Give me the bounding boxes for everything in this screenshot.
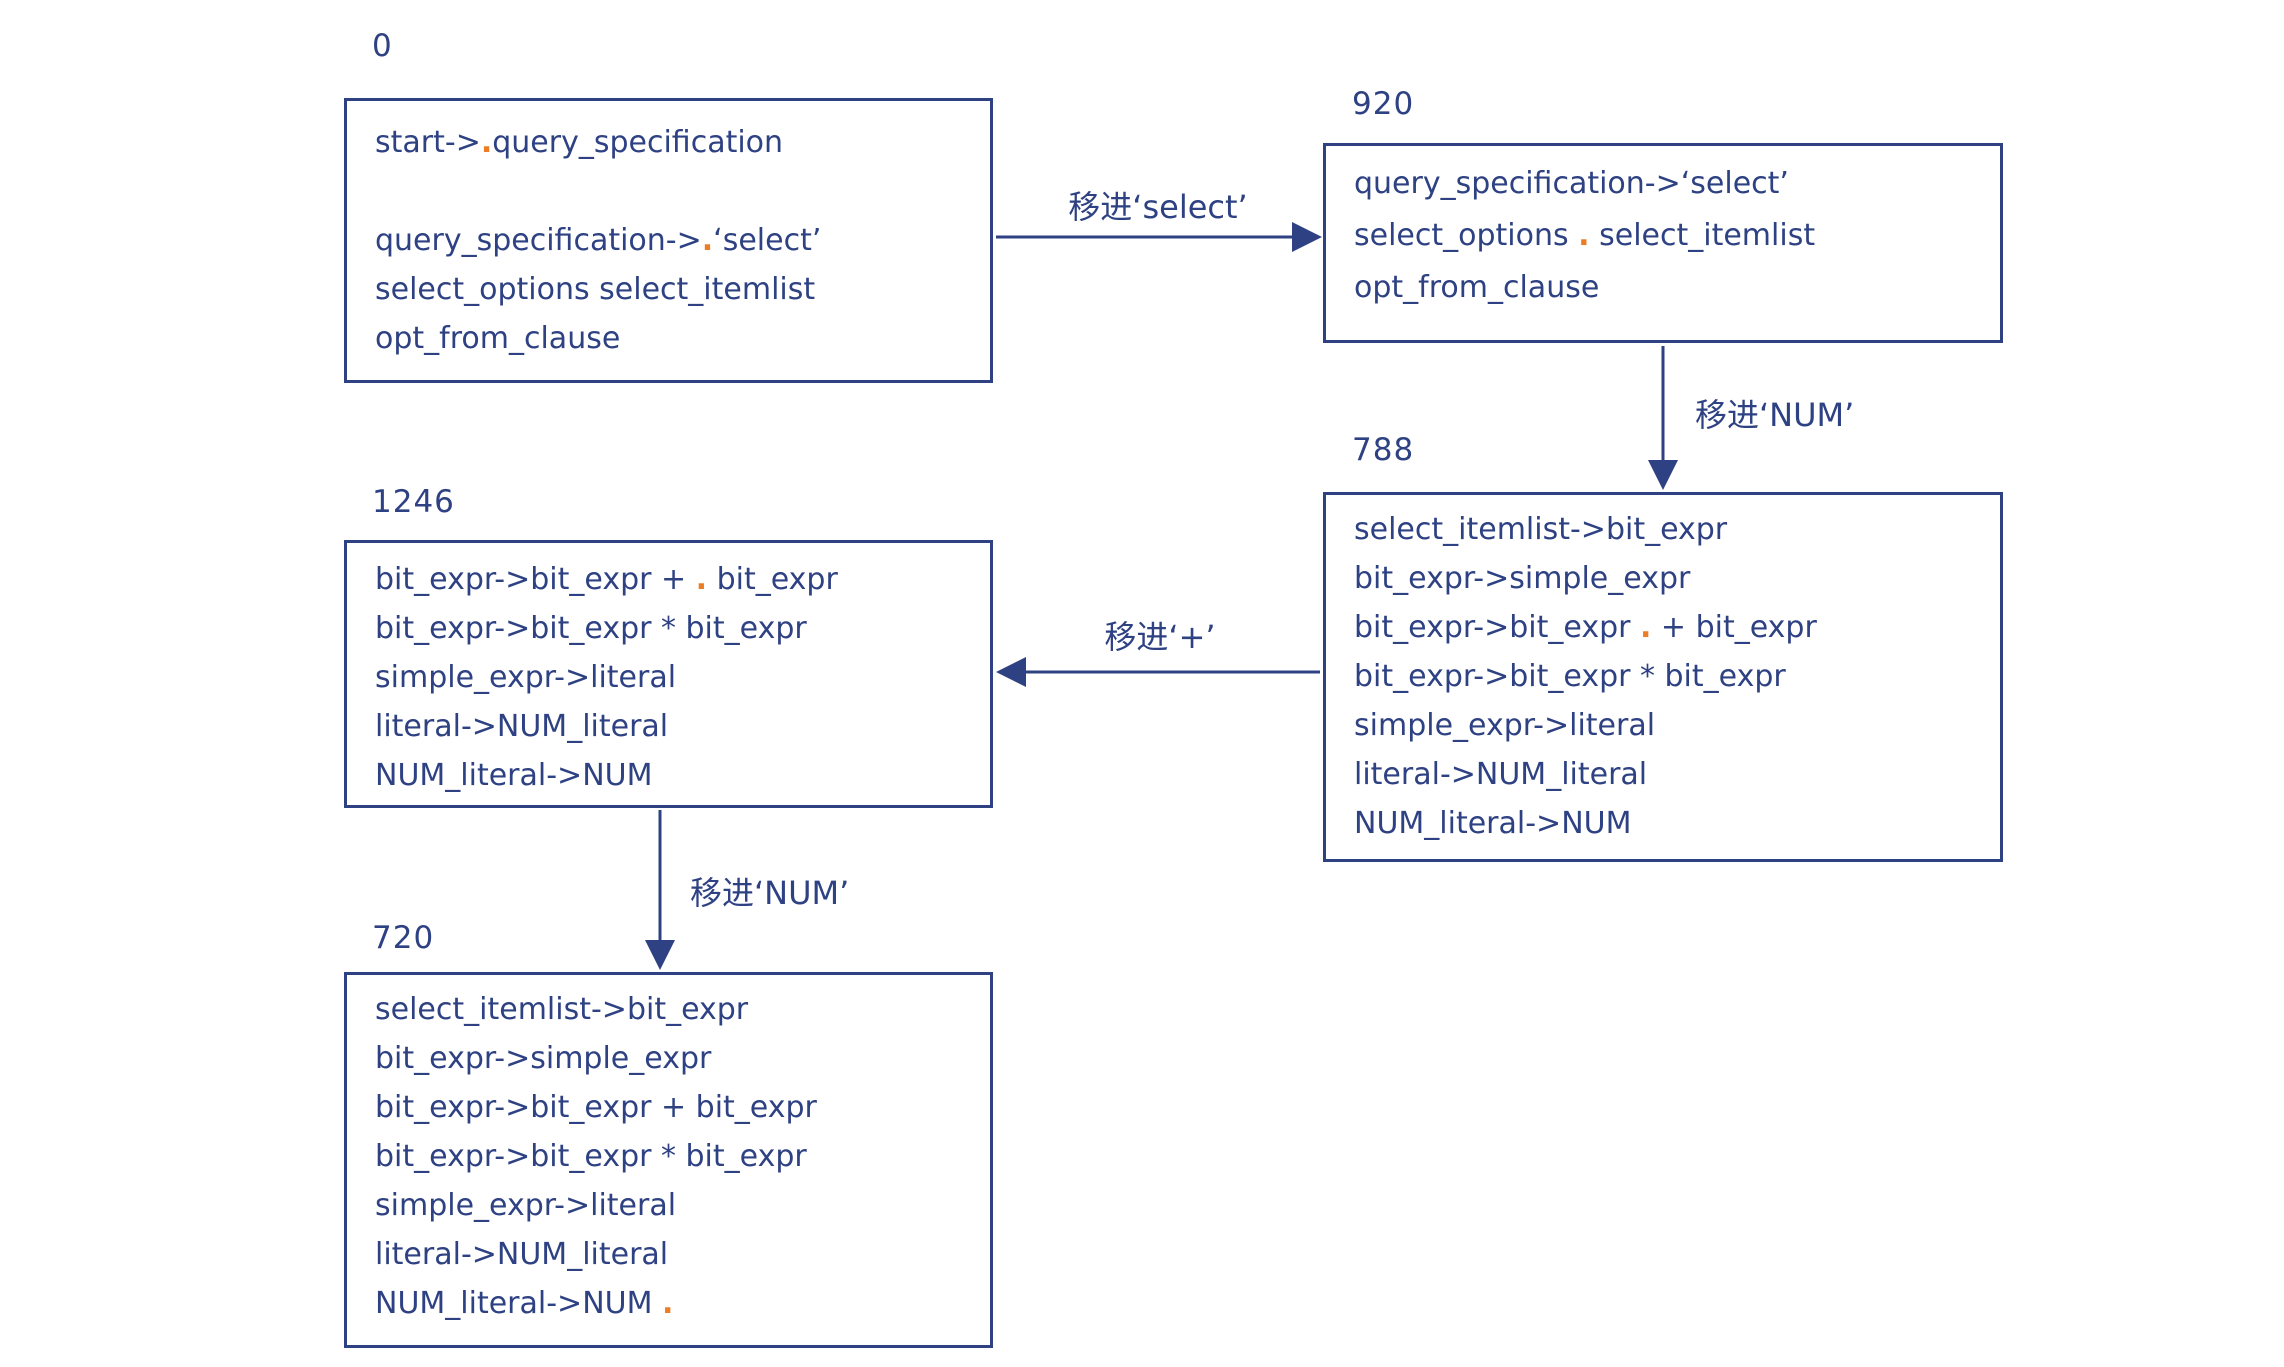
state-920-label: 920 [1352, 86, 1415, 122]
edge-label-shift-num-top: 移进‘NUM’ [1695, 396, 1855, 434]
state-920-box: query_specification->‘select’ select_opti… [1323, 143, 2003, 343]
grammar-item-line: literal->NUM_literal [375, 709, 669, 744]
grammar-item-line: query_specification->.‘select’ [375, 223, 822, 258]
grammar-item-line: select_options . select_itemlist [1354, 218, 1816, 253]
arrow-shift-select-head-icon [1292, 222, 1322, 252]
grammar-item-line: NUM_literal->NUM [375, 758, 653, 793]
grammar-item-line: simple_expr->literal [375, 1188, 677, 1223]
state-720-box: select_itemlist->bit_expr bit_expr->simpl… [344, 972, 993, 1348]
grammar-item-line: literal->NUM_literal [1354, 757, 1648, 792]
item-dot-marker: . [1639, 610, 1652, 645]
grammar-item-line: select_options select_itemlist [375, 272, 816, 307]
grammar-item-line: query_specification->‘select’ [1354, 166, 1789, 201]
item-dot-marker: . [1578, 218, 1590, 253]
arrow-shift-num-top-head-icon [1648, 460, 1678, 490]
edge-label-shift-select: 移进‘select’ [1068, 188, 1248, 226]
grammar-item-line: opt_from_clause [375, 321, 621, 356]
grammar-item-line: bit_expr->bit_expr . + bit_expr [1354, 610, 1817, 645]
grammar-item-line: bit_expr->bit_expr + bit_expr [375, 1090, 817, 1125]
state-788-box: select_itemlist->bit_expr bit_expr->simpl… [1323, 492, 2003, 862]
edge-label-shift-num-bottom: 移进‘NUM’ [690, 874, 850, 912]
item-dot-marker: . [701, 223, 714, 258]
grammar-item-line: select_itemlist->bit_expr [375, 992, 749, 1027]
grammar-item-line: bit_expr->bit_expr * bit_expr [375, 1139, 807, 1174]
grammar-item-line: bit_expr->simple_expr [375, 1041, 712, 1076]
grammar-item-line: opt_from_clause [1354, 270, 1600, 305]
item-dot-marker: . [480, 125, 493, 160]
grammar-item-line: start->.query_specification [375, 125, 784, 160]
state-0-label: 0 [372, 28, 393, 64]
item-dot-marker: . [662, 1286, 674, 1321]
item-dot-marker: . [695, 562, 708, 597]
grammar-item-line: bit_expr->bit_expr * bit_expr [375, 611, 807, 646]
state-1246-label: 1246 [372, 484, 455, 520]
state-0-box: start->.query_specification query_specif… [344, 98, 993, 383]
grammar-item-line: NUM_literal->NUM [1354, 806, 1632, 841]
grammar-item-line: bit_expr->bit_expr + . bit_expr [375, 562, 838, 597]
state-788-label: 788 [1352, 432, 1415, 468]
grammar-item-line: select_itemlist->bit_expr [1354, 512, 1728, 547]
grammar-item-line: bit_expr->bit_expr * bit_expr [1354, 659, 1786, 694]
edge-label-shift-plus: 移进‘+’ [1104, 618, 1216, 656]
grammar-item-line: bit_expr->simple_expr [1354, 561, 1691, 596]
arrow-shift-num-bottom-head-icon [645, 940, 675, 970]
grammar-item-line: NUM_literal->NUM . [375, 1286, 674, 1321]
arrow-shift-plus-head-icon [996, 657, 1026, 687]
state-1246-box: bit_expr->bit_expr + . bit_expr bit_expr-… [344, 540, 993, 808]
grammar-item-line [375, 167, 962, 216]
grammar-item-line: literal->NUM_literal [375, 1237, 669, 1272]
state-720-label: 720 [372, 920, 435, 956]
grammar-item-line: simple_expr->literal [1354, 708, 1656, 743]
grammar-item-line: simple_expr->literal [375, 660, 677, 695]
